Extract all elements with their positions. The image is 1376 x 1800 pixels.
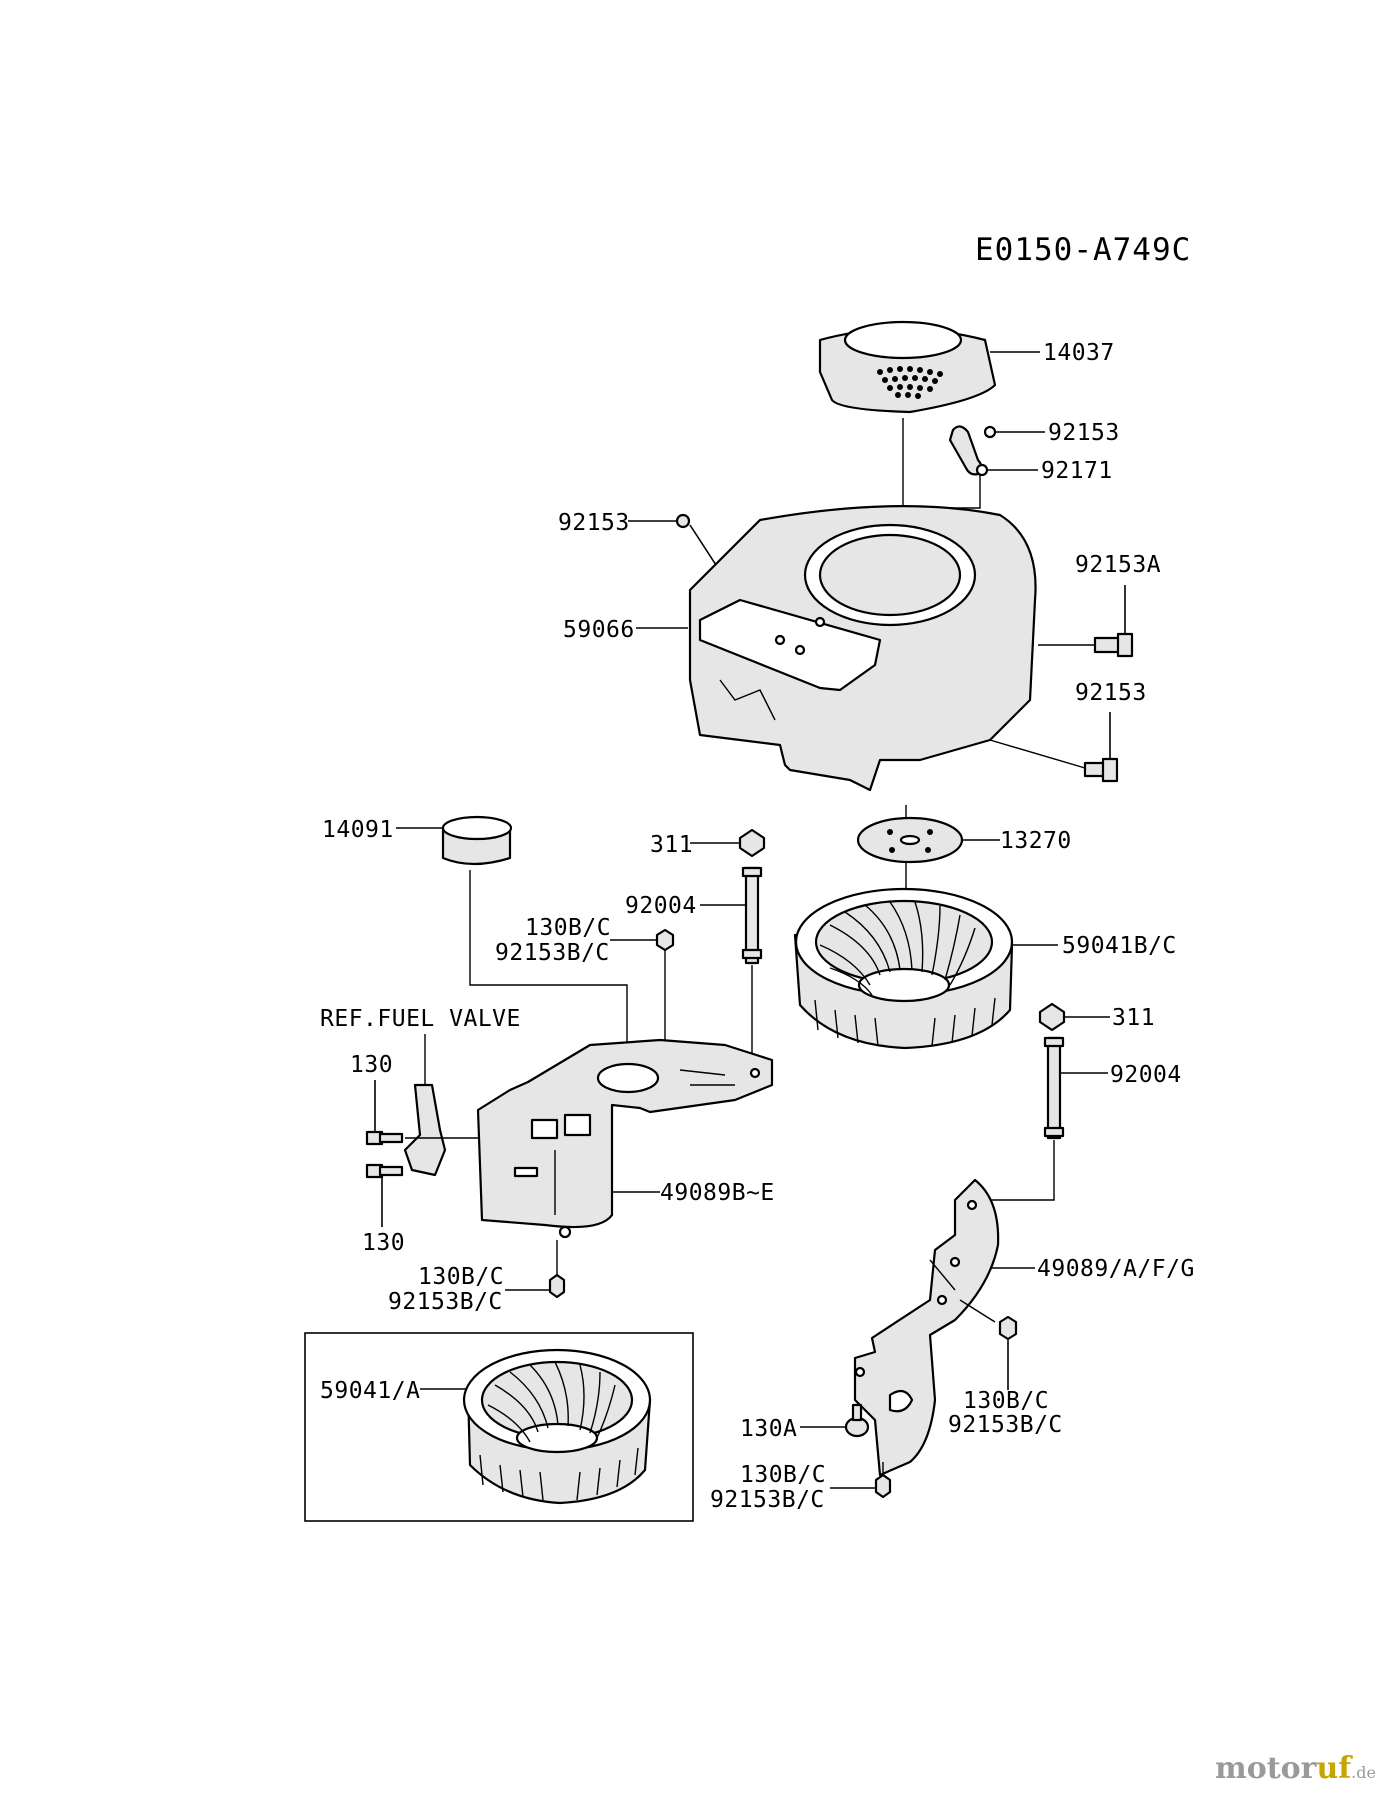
callout-130BC-a: 130B/C [525,915,611,941]
optional-parts-box [304,1332,694,1522]
callout-14091: 14091 [322,817,394,843]
fan-59041BC [793,887,1014,1050]
callout-92004-right: 92004 [1110,1062,1182,1088]
callout-92153BC-a: 92153B/C [495,940,610,966]
fan-59041A [462,1348,652,1505]
ref-fuel-valve-label: REF.FUEL VALVE [320,1006,521,1032]
nut-311-top [738,828,766,858]
top-screen-cover [818,320,997,414]
callout-59041A: 59041/A [320,1378,420,1404]
callout-92153-left: 92153 [558,510,630,536]
bolt-130-bottom [365,1163,404,1179]
screw-130BC-d [874,1473,892,1499]
callout-13270: 13270 [1000,828,1072,854]
callout-92171: 92171 [1041,458,1113,484]
fuel-valve-bracket [403,1083,447,1177]
screw-92153-left [675,513,717,566]
callout-130BC-b: 130B/C [418,1264,504,1290]
callout-92153A: 92153A [1075,552,1161,578]
callout-130BC-c: 130B/C [963,1388,1049,1414]
screw-130BC-c [998,1315,1018,1341]
callout-311-top: 311 [650,832,693,858]
collar-14091 [441,815,513,866]
bracket-92171 [948,425,997,477]
callout-92153BC-b: 92153B/C [388,1289,503,1315]
stud-92004-right [1043,1036,1065,1140]
stud-92004-top [741,866,763,965]
screw-130BC-a [655,928,675,952]
callout-14037: 14037 [1043,340,1115,366]
screw-130BC-b [548,1273,566,1299]
nut-311-right [1038,1002,1066,1032]
bolt-130-top [365,1130,404,1146]
diagram-code: E0150-A749C [975,232,1191,268]
callout-92153BC-d: 92153B/C [710,1487,825,1513]
callout-130-top: 130 [350,1052,393,1078]
callout-59041BC: 59041B/C [1062,933,1177,959]
callout-49089BE: 49089B~E [660,1180,775,1206]
svg-text:motoruf.de: motoruf.de [1215,1751,1376,1786]
callout-49089AFG: 49089/A/F/G [1037,1256,1195,1282]
bolt-130A [844,1403,870,1438]
bolt-92153-right [1083,757,1119,783]
callout-92004-top: 92004 [625,893,697,919]
callout-59066: 59066 [563,617,635,643]
callout-130A: 130A [740,1416,797,1442]
callout-92153-top: 92153 [1048,420,1120,446]
baffle-49089AFG [853,1178,1000,1477]
callout-130-bottom: 130 [362,1230,405,1256]
watermark-logo: motoruf.de [1215,1751,1376,1786]
callout-92153BC-c: 92153B/C [948,1412,1063,1438]
bolt-92153A [1093,632,1134,658]
plate-13270 [856,816,964,864]
callout-311-right: 311 [1112,1005,1155,1031]
callout-130BC-d: 130B/C [740,1462,826,1488]
callout-92153-right: 92153 [1075,680,1147,706]
baffle-49089BE [476,1038,774,1239]
fan-housing [688,505,1037,792]
